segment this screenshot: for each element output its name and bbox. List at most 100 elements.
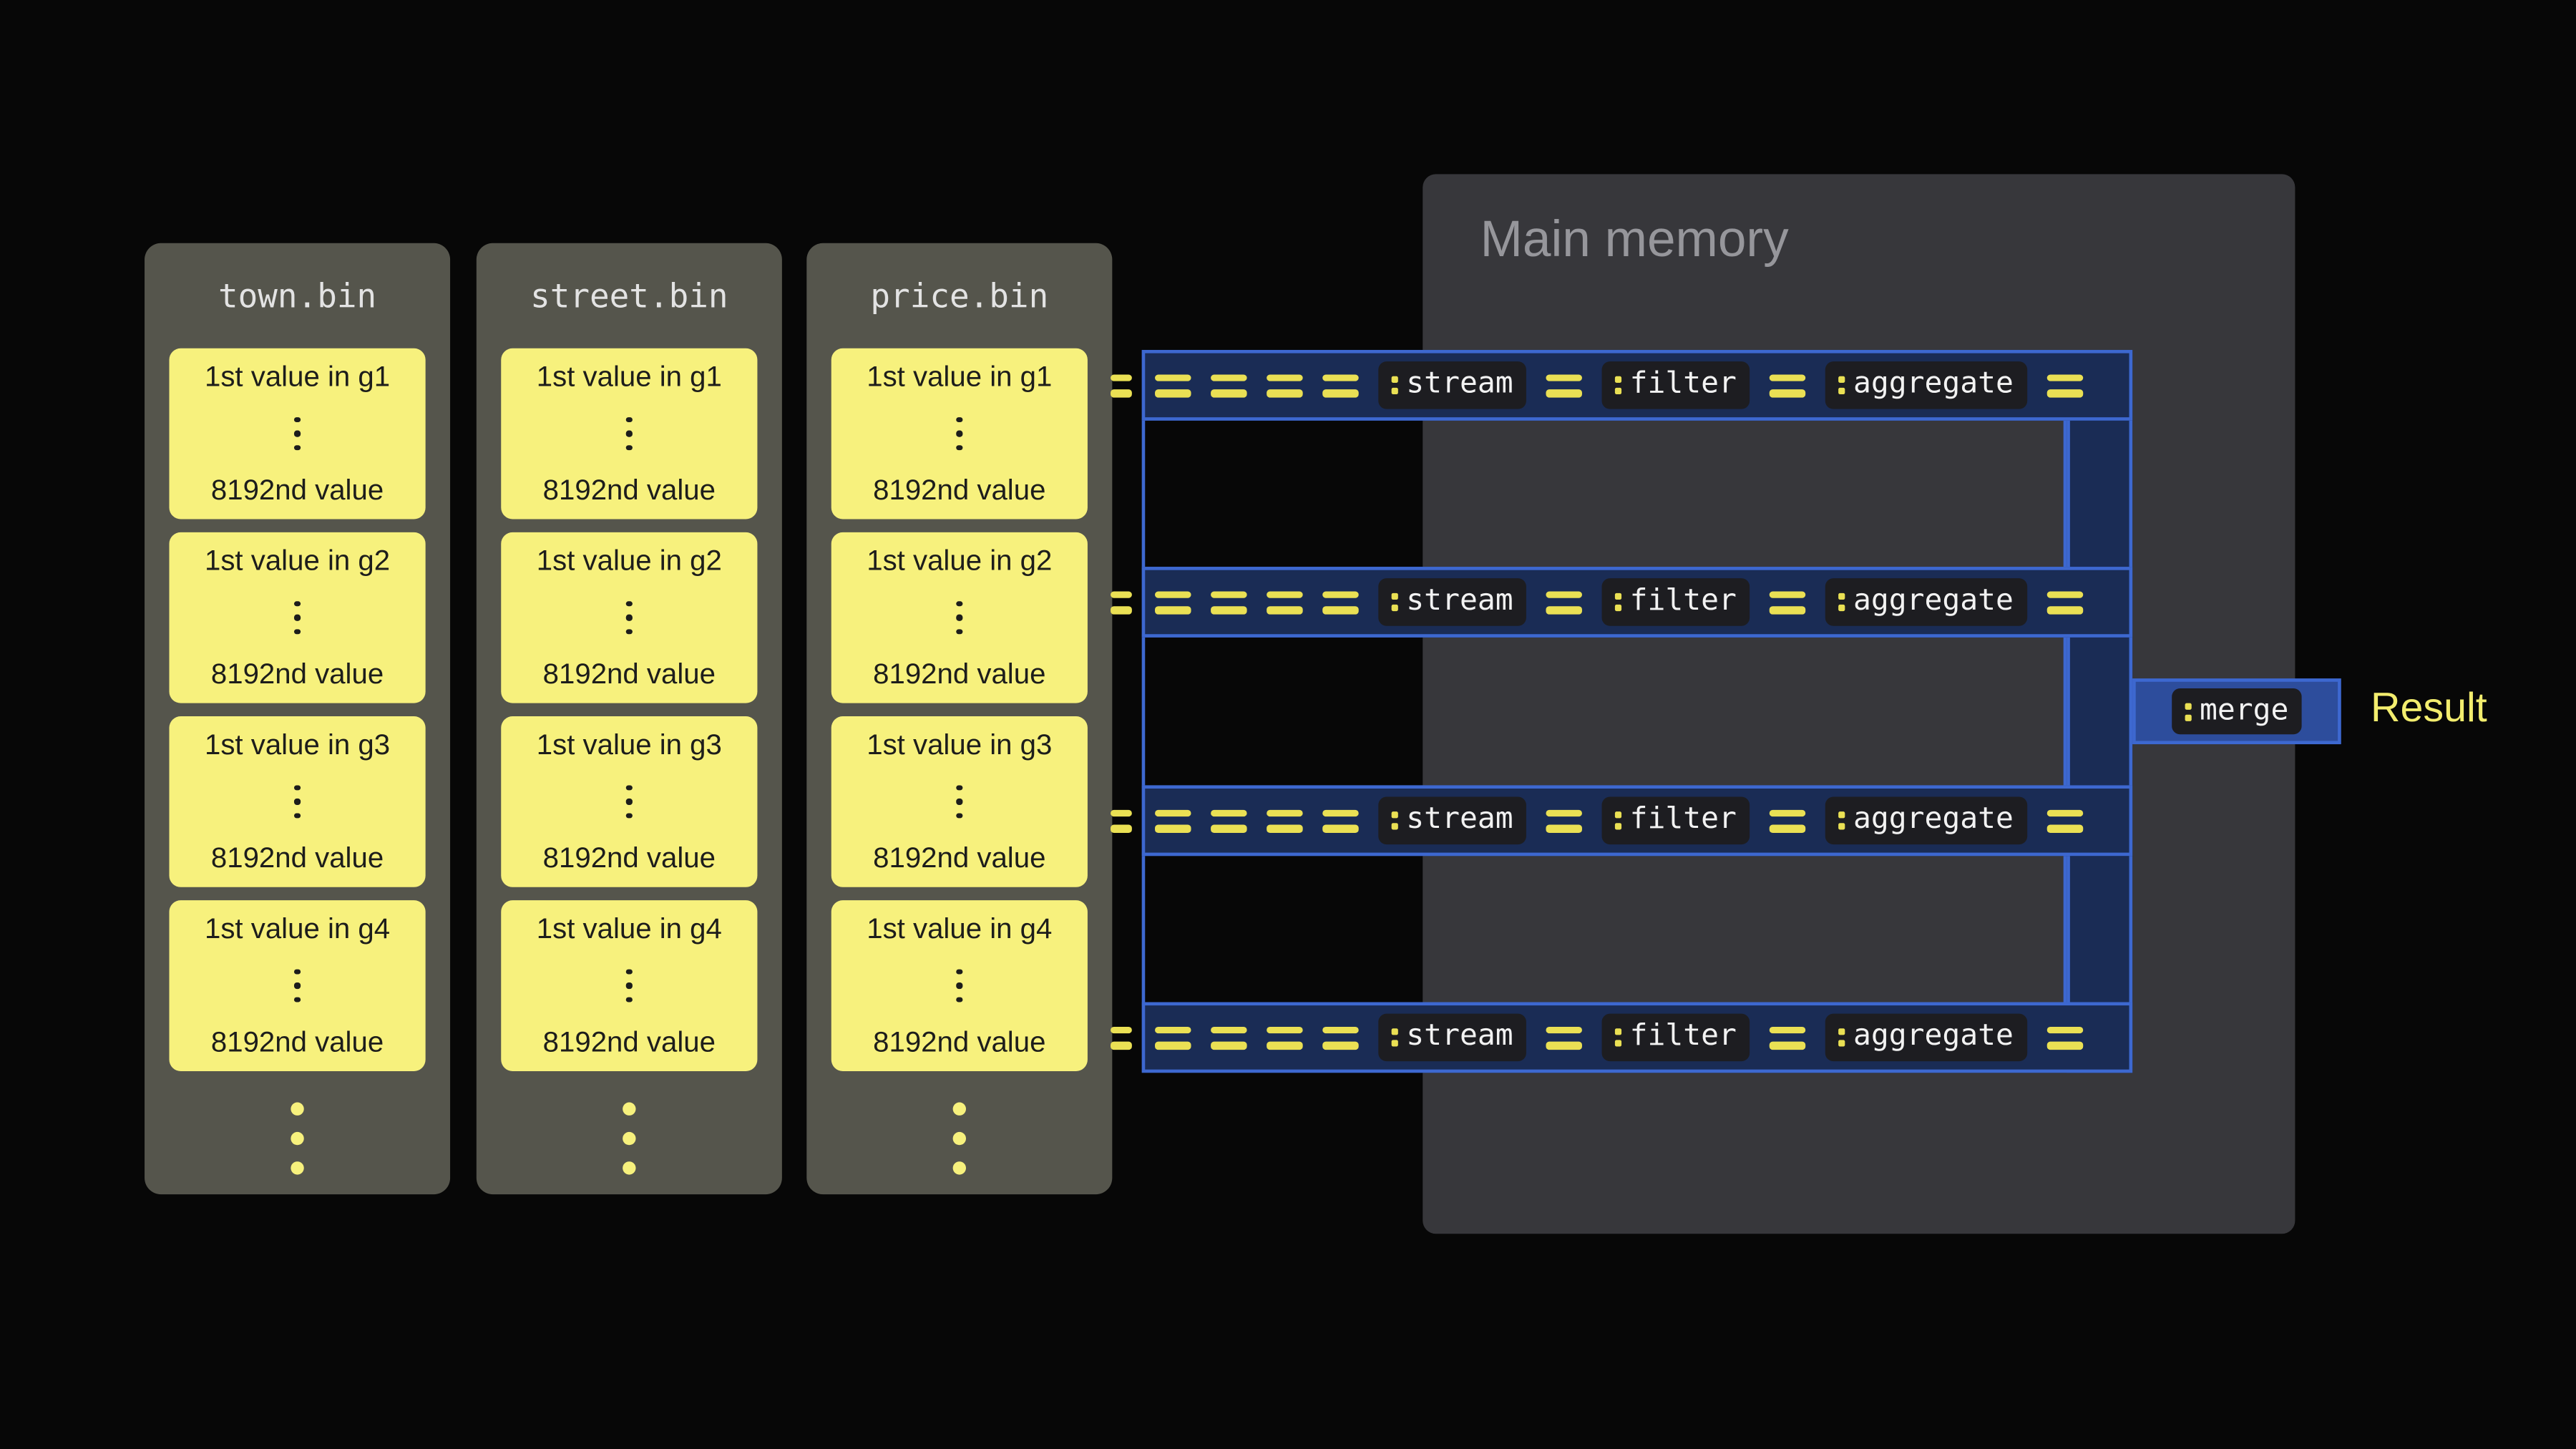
group-last-value: 8192nd value	[210, 657, 384, 691]
stream-equals-icon	[1211, 1025, 1247, 1050]
colon-mark-icon	[1614, 811, 1622, 830]
dot	[626, 615, 633, 621]
stream-equals-icon	[1322, 809, 1359, 833]
colon-mark-icon	[2185, 702, 2192, 721]
dot	[294, 600, 301, 607]
ellipsis-dots-icon	[956, 416, 962, 451]
stage-label: aggregate	[1853, 366, 2014, 401]
equals-bar	[2046, 824, 2083, 832]
dot	[626, 982, 633, 989]
equals-bar	[1155, 374, 1191, 381]
file-column-town: town.bin 1st value in g1 8192nd value 1st v…	[145, 243, 451, 1195]
dot	[626, 784, 633, 791]
equals-bar	[2046, 1025, 2083, 1034]
dot	[626, 799, 633, 805]
dot	[294, 969, 301, 975]
dot	[1838, 592, 1845, 600]
stage-badge-stream: stream	[1378, 361, 1526, 409]
stream-equals-icon	[1111, 809, 1132, 833]
group-first-value: 1st value in g4	[536, 912, 722, 945]
equals-bar	[1267, 1025, 1303, 1034]
group-first-value: 1st value in g2	[204, 543, 391, 577]
equals-bar	[2046, 590, 2083, 598]
equals-bar	[1111, 1041, 1132, 1049]
stage-label: filter	[1629, 366, 1737, 401]
dot	[956, 784, 962, 791]
pipe-connector-outline	[1141, 417, 2067, 570]
colon-mark-icon	[1391, 592, 1398, 612]
file-title: price.bin	[870, 275, 1049, 316]
equals-bar	[1322, 606, 1359, 614]
dot	[956, 431, 962, 437]
stage-label: stream	[1406, 801, 1513, 837]
stream-equals-icon	[1211, 590, 1247, 614]
dot	[2185, 713, 2192, 721]
stage-label: stream	[1406, 366, 1513, 401]
group-first-value: 1st value in g1	[204, 359, 391, 393]
equals-bar	[2046, 809, 2083, 817]
dot	[626, 416, 633, 423]
stream-equals-icon	[2046, 1025, 2083, 1050]
stage-label: stream	[1406, 1019, 1513, 1054]
equals-bar	[1546, 1041, 1583, 1049]
colon-mark-icon	[1838, 1028, 1845, 1047]
dot	[1391, 604, 1398, 612]
group-first-value: 1st value in g3	[536, 728, 722, 761]
dot	[1614, 1028, 1622, 1035]
stage-badge-filter: filter	[1601, 797, 1750, 844]
group-last-value: 8192nd value	[873, 841, 1046, 874]
group-first-value: 1st value in g2	[536, 543, 722, 577]
dot	[626, 600, 633, 607]
stage-label: aggregate	[1853, 583, 2014, 618]
stage-label: aggregate	[1853, 801, 2014, 837]
colon-mark-icon	[1391, 376, 1398, 395]
colon-mark-icon	[1838, 811, 1845, 830]
equals-bar	[1211, 824, 1247, 832]
equals-bar	[1155, 809, 1191, 817]
group-last-value: 8192nd value	[873, 1025, 1046, 1058]
stage-badge-filter: filter	[1601, 361, 1750, 409]
ellipsis-dots-icon	[294, 969, 301, 1003]
colon-mark-icon	[1838, 376, 1845, 395]
equals-bar	[1211, 606, 1247, 614]
stream-equals-icon	[1546, 1025, 1583, 1050]
equals-bar	[1211, 374, 1247, 381]
stream-equals-icon	[1211, 373, 1247, 397]
file-title: town.bin	[218, 275, 377, 316]
stream-equals-icon	[1111, 1025, 1132, 1050]
ellipsis-dots-icon	[956, 969, 962, 1003]
stream-equals-icon	[1322, 1025, 1359, 1050]
dot	[1614, 823, 1622, 830]
stage-label: aggregate	[1853, 1019, 2014, 1054]
stream-equals-icon	[1546, 373, 1583, 397]
stream-equals-icon	[1111, 590, 1132, 614]
stream-equals-icon	[2046, 373, 2083, 397]
equals-bar	[1211, 1041, 1247, 1049]
dot	[291, 1131, 304, 1146]
dot	[1838, 376, 1845, 383]
equals-bar	[1267, 1041, 1303, 1049]
dot	[1838, 811, 1845, 819]
equals-bar	[1111, 590, 1132, 598]
dot	[2185, 702, 2192, 709]
equals-bar	[1322, 389, 1359, 397]
dot	[1391, 376, 1398, 383]
dot	[1391, 823, 1398, 830]
dot	[1614, 592, 1622, 600]
dot	[1391, 1040, 1398, 1047]
stage-badge-aggregate: aggregate	[1825, 361, 2027, 409]
dot	[1838, 1040, 1845, 1047]
dot	[623, 1102, 636, 1116]
file-title: street.bin	[530, 275, 728, 316]
ellipsis-dots-icon	[626, 600, 633, 635]
stream-equals-icon	[1769, 373, 1806, 397]
dot	[1391, 592, 1398, 600]
dot	[956, 997, 962, 1003]
stage-badge-stream: stream	[1378, 797, 1526, 844]
group-last-value: 8192nd value	[542, 841, 716, 874]
dot	[294, 431, 301, 437]
stream-pipe: stream filter aggregate	[1141, 350, 2133, 421]
